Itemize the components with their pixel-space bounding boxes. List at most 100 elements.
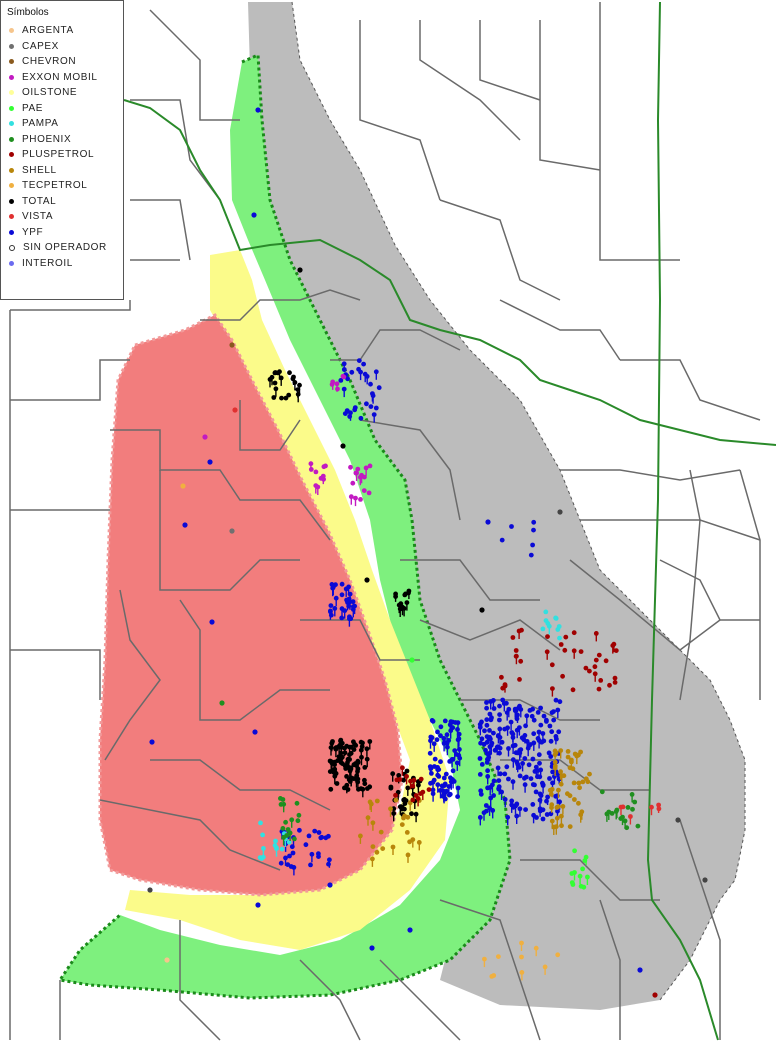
well-marker xyxy=(442,740,447,745)
well-marker xyxy=(551,709,556,714)
well-marker xyxy=(358,415,364,421)
well-marker xyxy=(350,480,356,486)
well-marker xyxy=(484,700,489,705)
well-marker xyxy=(442,718,448,724)
well-marker xyxy=(443,771,449,777)
well-marker xyxy=(515,750,520,756)
well-marker xyxy=(504,764,510,770)
well-marker xyxy=(547,776,552,781)
well-marker xyxy=(702,877,708,883)
well-marker xyxy=(358,739,364,745)
well-marker xyxy=(517,773,523,779)
well-marker xyxy=(364,746,370,752)
legend-swatch-icon xyxy=(9,152,14,158)
well-marker xyxy=(576,800,581,806)
well-marker xyxy=(531,527,536,533)
well-marker xyxy=(612,680,618,685)
well-marker xyxy=(376,385,382,391)
well-marker xyxy=(563,634,569,640)
legend-swatch-icon xyxy=(9,105,14,111)
well-marker xyxy=(587,668,592,674)
well-marker xyxy=(362,765,368,770)
well-marker xyxy=(477,772,483,777)
well-marker xyxy=(431,741,437,747)
well-marker xyxy=(393,797,399,803)
well-marker xyxy=(400,765,405,771)
well-marker xyxy=(558,769,563,775)
well-marker xyxy=(428,780,433,786)
well-marker xyxy=(255,107,261,113)
legend-item: PHOENIX xyxy=(7,132,123,148)
well-marker xyxy=(502,771,508,777)
well-marker xyxy=(541,713,547,719)
well-marker xyxy=(502,683,508,689)
well-marker xyxy=(557,699,563,705)
well-marker xyxy=(559,813,564,819)
well-marker xyxy=(531,731,537,737)
well-marker xyxy=(540,816,546,822)
well-marker xyxy=(370,844,376,849)
legend-item: CAPEX xyxy=(7,39,123,55)
well-marker xyxy=(571,780,577,786)
legend-label: PAE xyxy=(22,102,44,114)
well-marker xyxy=(407,927,413,933)
well-marker xyxy=(487,711,493,717)
well-marker xyxy=(339,592,345,598)
well-marker xyxy=(497,703,502,709)
legend-label: SHELL xyxy=(22,164,57,176)
well-marker xyxy=(309,851,315,857)
well-marker xyxy=(272,380,278,386)
well-marker xyxy=(418,776,424,782)
well-marker xyxy=(283,395,289,401)
well-marker xyxy=(538,722,544,728)
legend-item: CHEVRON xyxy=(7,54,123,70)
well-marker xyxy=(334,781,340,786)
well-marker xyxy=(341,367,347,372)
well-marker xyxy=(592,664,598,670)
well-marker xyxy=(537,760,542,766)
well-marker xyxy=(444,732,450,738)
well-marker xyxy=(533,945,539,951)
well-marker xyxy=(510,779,516,785)
well-marker xyxy=(548,754,554,759)
well-marker xyxy=(537,806,543,812)
well-marker xyxy=(598,678,604,683)
well-marker xyxy=(529,713,535,719)
well-marker xyxy=(569,880,575,885)
well-marker xyxy=(524,713,530,719)
well-marker xyxy=(526,762,532,768)
well-marker xyxy=(345,787,351,792)
well-marker xyxy=(484,722,490,728)
outline-gray-dashed xyxy=(291,1,746,1001)
legend-item: SIN OPERADOR xyxy=(7,240,123,256)
well-marker xyxy=(528,776,534,781)
well-marker xyxy=(499,537,505,543)
well-marker xyxy=(380,846,386,851)
legend-swatch-icon xyxy=(9,43,14,49)
well-marker xyxy=(535,710,541,715)
well-marker xyxy=(630,806,635,812)
well-marker xyxy=(523,774,529,780)
well-marker xyxy=(479,736,485,742)
well-marker xyxy=(553,824,559,830)
well-marker xyxy=(547,787,553,793)
well-marker xyxy=(514,716,520,722)
well-marker xyxy=(517,806,523,812)
well-marker xyxy=(340,443,346,449)
well-marker xyxy=(342,750,348,756)
well-marker xyxy=(347,614,352,620)
well-marker xyxy=(580,779,586,785)
well-marker xyxy=(440,793,446,799)
well-marker xyxy=(548,738,554,744)
well-marker xyxy=(297,267,303,273)
well-marker xyxy=(404,768,410,774)
legend-swatch-icon xyxy=(9,260,14,266)
well-marker xyxy=(378,829,384,835)
legend-item: EXXON MOBIL xyxy=(7,70,123,86)
well-marker xyxy=(514,653,519,659)
well-marker xyxy=(312,828,318,834)
well-marker xyxy=(274,846,279,852)
well-marker xyxy=(345,756,351,762)
